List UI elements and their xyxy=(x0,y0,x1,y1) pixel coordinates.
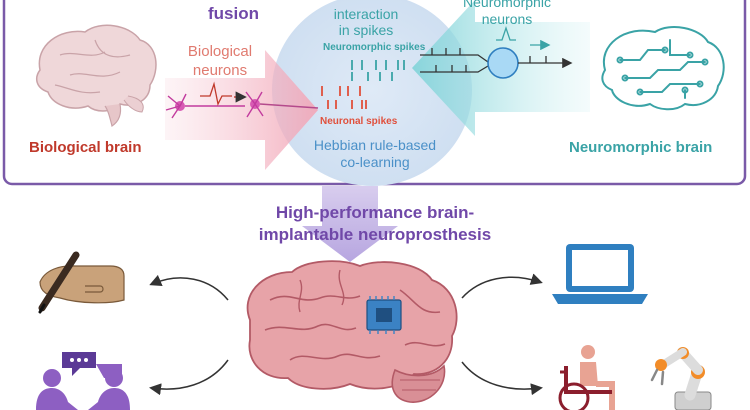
interaction-bubble xyxy=(272,0,472,186)
neuromorphic-neuron-circuit xyxy=(420,25,573,79)
fusion-label: fusion xyxy=(208,4,259,23)
arrow-to-writing xyxy=(149,274,229,301)
neuromorphic-spike-train xyxy=(351,60,405,81)
arrow-to-communication xyxy=(149,359,229,396)
neuromorphic-neurons-label: Neuromorphic neurons xyxy=(463,0,551,27)
implanted-brain-illustration xyxy=(246,260,458,403)
wheelchair-user-icon xyxy=(558,345,615,410)
biological-brain-label: Biological brain xyxy=(29,139,142,156)
biological-flow-arrow xyxy=(165,50,318,170)
neuromorphic-brain-label: Neuromorphic brain xyxy=(569,139,713,156)
neuromorphic-brain-illustration xyxy=(601,26,725,111)
biological-neurons-label: Biological neurons xyxy=(187,43,253,79)
neuronal-spikes-label: Neuronal spikes xyxy=(320,116,398,127)
arrow-to-mobility xyxy=(461,361,543,396)
robot-arm-icon xyxy=(650,347,712,410)
neuronal-spike-train xyxy=(321,86,367,109)
down-arrow xyxy=(302,186,398,262)
people-conversation-icon xyxy=(36,352,130,410)
neuroprosthesis-title: High-performance brain- implantable neur… xyxy=(258,203,492,244)
neuromorphic-spikes-label: Neuromorphic spikes xyxy=(323,42,426,53)
arrow-to-computer xyxy=(461,273,543,299)
hebbian-label: Hebbian rule-based co-learning xyxy=(313,137,437,170)
hand-writing-icon xyxy=(38,251,125,314)
biological-neuron-chain xyxy=(165,81,319,119)
biological-brain-illustration xyxy=(35,24,157,127)
interaction-label: interaction in spikes xyxy=(333,6,399,38)
laptop-icon xyxy=(552,244,648,304)
